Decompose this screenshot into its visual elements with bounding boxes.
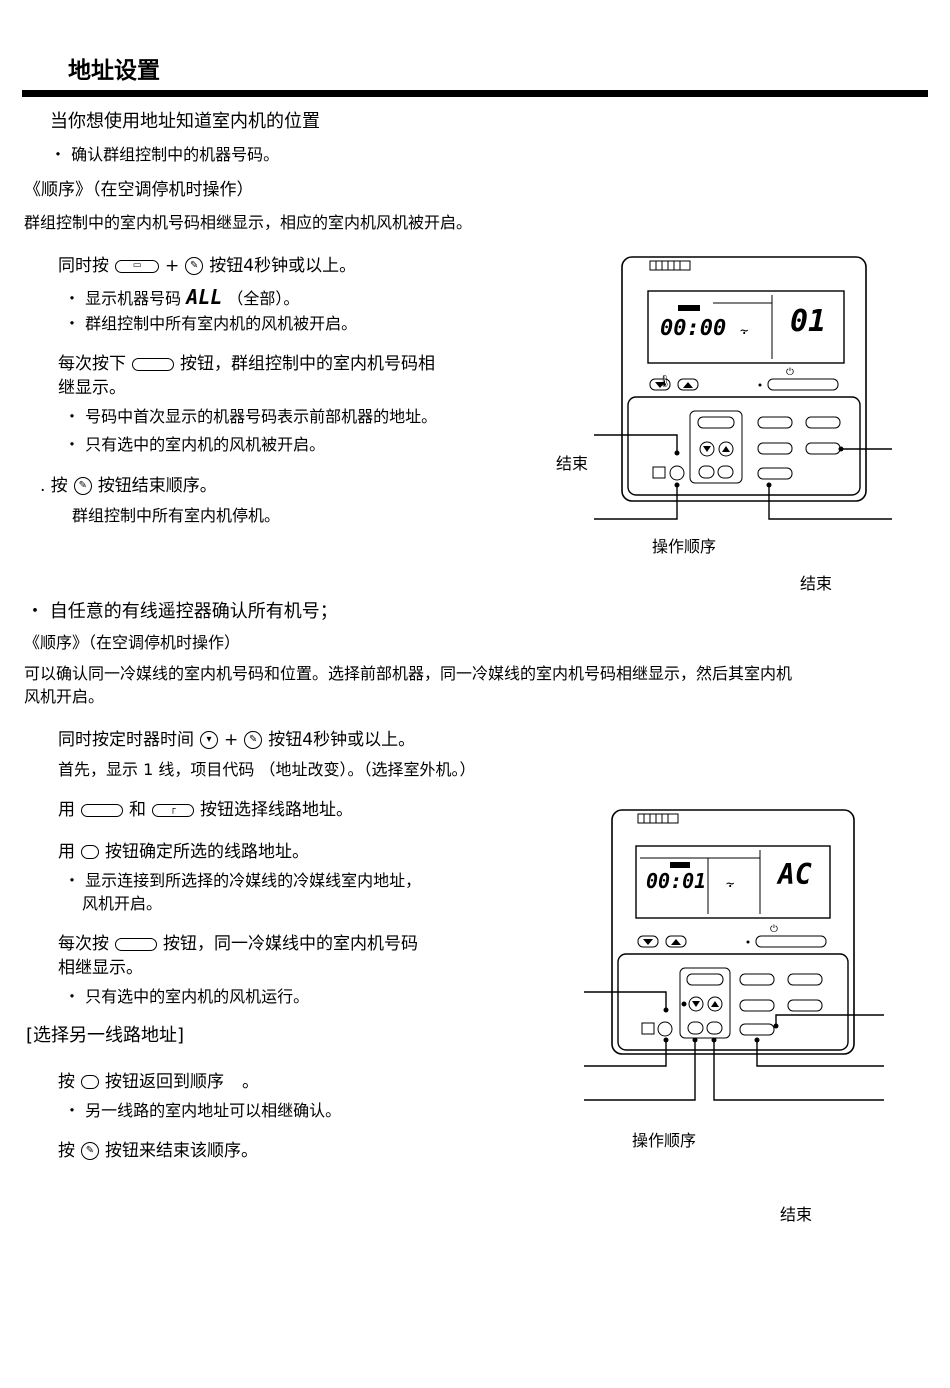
sec2-order: 《顺序》（在空调停机时操作） (24, 633, 241, 652)
unit-button-icon (132, 357, 174, 371)
text: 按钮来结束该顺序。 (105, 1141, 258, 1161)
fig1-label-end-bottom: 结束 (800, 574, 833, 593)
sec1-step3: . 按 ✎ 按钮结束顺序。 (40, 476, 217, 496)
sec2-other-heading: [选择另一线路地址] (26, 1025, 185, 1046)
svg-text:⸟: ⸟ (726, 876, 734, 892)
louver-button-icon: ┌ (152, 803, 194, 817)
on-off-button (767, 378, 839, 391)
timer-down-icon: ▾ (200, 731, 218, 749)
text: ・ 显示机器号码 (64, 289, 182, 308)
remote-figure-2: 00:01 ⸟ AC ⏻ (584, 809, 884, 1101)
sec1-heading: 当你想使用地址知道室内机的位置 (50, 111, 320, 132)
sec1-step1-note1: ・ 显示机器号码 ALL （全部）。 (64, 285, 299, 309)
sec1-step3-note: 群组控制中所有室内机停机。 (72, 506, 281, 525)
wrench-button-icon: ✎ (185, 257, 204, 275)
sec2-step3-note1: ・ 显示连接到所选择的冷媒线的冷媒线室内地址， (64, 871, 422, 890)
page-title: 地址设置 (68, 58, 160, 84)
sec2-step2: 用 和 ┌ 按钮选择线路地址。 (58, 800, 353, 820)
sec1-step2: 每次按下 按钮，群组控制中的室内机号码相 (58, 354, 435, 374)
text: 按钮选择线路地址。 (200, 800, 353, 820)
text: 同时按定时器时间 (58, 730, 194, 750)
vent-grille (649, 260, 691, 271)
text: + (224, 730, 239, 750)
text: 按钮，群组控制中的室内机号码相 (180, 354, 435, 374)
text: 按钮4秒钟或以上。 (268, 730, 416, 750)
text: 。 (242, 1072, 259, 1092)
sec2-step5: 按 按钮返回到顺序。 (58, 1072, 259, 1092)
sec1-bullet: ・ 确认群组控制中的机器号码。 (50, 145, 280, 164)
svg-text:⏻: ⏻ (786, 367, 794, 378)
sec2-step5-note: ・ 另一线路的室内地址可以相继确认。 (64, 1101, 342, 1120)
wrench-button-icon: ✎ (244, 731, 263, 749)
svg-text:⸟: ⸟ (740, 323, 748, 339)
fig2-label-end-bottom: 结束 (780, 1205, 813, 1224)
lcd-all-text: ALL (186, 285, 223, 309)
sec1-step1: 同时按 ▭ + ✎ 按钮4秒钟或以上。 (58, 256, 356, 276)
sec2-step4: 每次按 按钮，同一冷媒线中的室内机号码 (58, 934, 418, 954)
text: 按钮确定所选的线路地址。 (105, 842, 309, 862)
text: 按 (58, 1072, 75, 1092)
set-button-icon: ▭ (115, 259, 159, 273)
fig1-label-end: 结束 (556, 454, 589, 473)
cl-button-icon (81, 1075, 99, 1089)
text: 同时按 (58, 256, 109, 276)
sec1-step2-note2: ・ 只有选中的室内机的风机被开启。 (64, 435, 326, 454)
sec2-step3-note2: 风机开启。 (82, 894, 163, 913)
svg-text:⏻: ⏻ (770, 924, 778, 935)
sec1-step1-note2: ・ 群组控制中所有室内机的风机被开启。 (64, 314, 358, 333)
text: 用 (58, 842, 75, 862)
lcd-screen (647, 290, 845, 364)
sec2-desc2: 风机开启。 (24, 687, 105, 706)
lcd-code: AC (776, 858, 812, 891)
sec2-step4-cont: 相继显示。 (58, 958, 143, 978)
unit-button-icon (81, 803, 123, 817)
fig2-label-op: 操作顺序 (632, 1131, 697, 1150)
text: 按钮结束顺序。 (97, 476, 217, 496)
sec2-heading: ・ 自任意的有线遥控器确认所有机号； (26, 601, 338, 622)
title-rule (22, 90, 928, 97)
text: 按钮返回到顺序 (105, 1072, 224, 1092)
text: + (165, 256, 180, 276)
lcd-unit-number: 01 (790, 304, 826, 339)
unit-button-icon (115, 937, 157, 951)
sec2-desc1: 可以确认同一冷媒线的室内机号码和位置。选择前部机器，同一冷媒线的室内机号码相继显… (24, 664, 793, 683)
remote-figure-1: 00:00 ⸟ 01 🌡 ⏻ (594, 256, 892, 520)
text: 按 (58, 1141, 75, 1161)
sec1-step2-note1: ・ 号码中首次显示的机器号码表示前部机器的地址。 (64, 407, 438, 426)
text: 每次按 (58, 934, 109, 954)
lcd-time: 00:01 (646, 869, 706, 893)
text: . 按 (40, 476, 68, 496)
text: 按钮，同一冷媒线中的室内机号码 (163, 934, 418, 954)
set-circle-button-icon (81, 845, 99, 859)
fig1-label-op: 操作顺序 (652, 537, 717, 556)
lcd-time: 00:00 (660, 316, 726, 341)
text: 每次按下 (58, 354, 126, 374)
sec2-step6: 按 ✎ 按钮来结束该顺序。 (58, 1141, 258, 1161)
text: 按钮4秒钟或以上。 (209, 256, 357, 276)
sec1-order: 《顺序》（在空调停机时操作） (24, 180, 254, 200)
wrench-button-icon: ✎ (73, 477, 92, 495)
sec2-step1-note: 首先，显示 1 线，项目代码 （地址改变）。（选择室外机。） (58, 760, 476, 779)
sec2-step3: 用 按钮确定所选的线路地址。 (58, 842, 309, 862)
text: （全部）。 (227, 289, 300, 308)
text: 和 (129, 800, 146, 820)
sec2-step4-note: ・ 只有选中的室内机的风机运行。 (64, 987, 310, 1006)
text: 用 (58, 800, 75, 820)
sec1-step2-cont: 继显示。 (58, 378, 126, 398)
wrench-button-icon: ✎ (81, 1142, 99, 1160)
sec2-step1: 同时按定时器时间 ▾ + ✎ 按钮4秒钟或以上。 (58, 730, 415, 750)
sec1-desc: 群组控制中的室内机号码相继显示，相应的室内机风机被开启。 (24, 213, 473, 232)
